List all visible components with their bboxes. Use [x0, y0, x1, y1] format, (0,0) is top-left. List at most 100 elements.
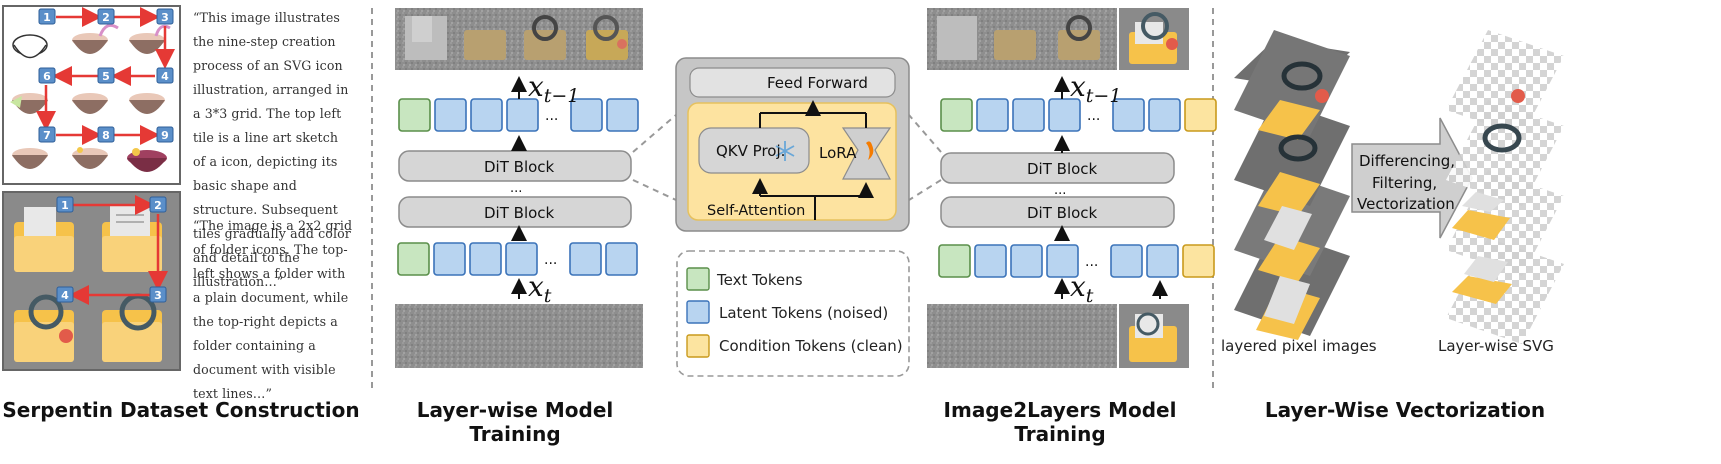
layerwise-section-title: Layer-wise Model Training [416, 398, 614, 446]
step-badge [38, 8, 56, 25]
image2layers-section-title: Image2Layers Model Training [943, 398, 1177, 446]
latent-token [1010, 244, 1043, 278]
layered-pixel-label: layered pixel images [1221, 337, 1377, 355]
step-badge-number: 9 [161, 129, 169, 142]
vectorization-section [1234, 30, 1564, 344]
step-badge [149, 196, 167, 213]
dataset-caption-1: “This image illustrates the nine-step cr… [193, 10, 351, 289]
feed-forward-label: Feed Forward [767, 74, 868, 92]
step-badge-number: 4 [61, 289, 69, 302]
latent-token [1148, 98, 1181, 132]
step-badge-number: 8 [102, 129, 110, 142]
text-token [398, 98, 431, 132]
process-step-2: Filtering, [1372, 174, 1437, 192]
i2l-flow-arrows [1054, 76, 1168, 299]
dit-detail [632, 57, 942, 377]
latent-token [570, 98, 603, 132]
pixel-layer-stack [1234, 30, 1350, 340]
layerwise-dit-ellipsis: ... [510, 181, 522, 196]
step-badge [97, 8, 115, 25]
legend-frame [676, 250, 910, 377]
layerwise-token-row-top: ... [398, 98, 639, 132]
step-badge [97, 126, 115, 143]
i2l-dit-upper-label: DiT Block [1027, 160, 1098, 178]
step-badge-number: 1 [43, 11, 51, 24]
step-badge-number: 4 [161, 70, 169, 83]
text-token [940, 98, 973, 132]
token-ellipsis: ... [544, 252, 557, 268]
latent-token [1112, 98, 1145, 132]
i2l-token-row-top: ... [940, 98, 1217, 132]
latent-token [974, 244, 1007, 278]
qkv-label: QKV Proj. [716, 142, 785, 160]
i2l-input-strip [927, 304, 1117, 368]
i2l-output-icons [937, 15, 1100, 60]
token-ellipsis: ... [1085, 254, 1098, 270]
i2l-x-t: xt [1070, 270, 1094, 307]
process-step-1: Differencing, [1359, 152, 1455, 170]
step-badge [156, 126, 174, 143]
step-badge-number: 3 [154, 289, 162, 302]
i2l-token-row-bottom: ... [938, 244, 1215, 278]
lora-label: LoRA [819, 144, 857, 162]
layerwise-section: ... ... [395, 8, 643, 368]
layerwise-dit-block-upper [398, 150, 632, 182]
snowflake-icon [775, 141, 795, 161]
fire-icon [866, 141, 874, 160]
process-step-3: Vectorization [1357, 195, 1455, 213]
dataset-section-title: Serpentin Dataset Construction [2, 398, 360, 422]
i2l-x-prev: xt−1 [1070, 70, 1121, 107]
text-token [938, 244, 971, 278]
qkv-proj-box [698, 127, 810, 174]
step-badge [38, 126, 56, 143]
step-badge-number: 7 [43, 129, 51, 142]
token-ellipsis: ... [1087, 108, 1100, 124]
latent-token [605, 242, 638, 276]
layerwise-output-icons [405, 15, 628, 60]
step-badge-number: 2 [102, 11, 110, 24]
condition-token [1182, 244, 1215, 278]
step-badge-number: 6 [43, 70, 51, 83]
legend-text-tokens: Text Tokens [716, 271, 803, 289]
token-ellipsis: ... [545, 108, 558, 124]
legend-swatch-text [686, 267, 710, 291]
condition-token [1184, 98, 1217, 132]
dataset-caption-2: “The image is a 2x2 grid of folder icons… [193, 218, 353, 401]
latent-token [1146, 244, 1179, 278]
step-badge-number: 3 [161, 11, 169, 24]
latent-token [470, 98, 503, 132]
legend-latent-tokens: Latent Tokens (noised) [719, 304, 888, 322]
latent-token [433, 242, 466, 276]
step-badge [156, 8, 174, 25]
attention-flow-arrows [752, 100, 874, 220]
layerwise-x-prev: xt−1 [528, 70, 579, 107]
step-badge-number: 1 [61, 199, 69, 212]
vectorization-arrow [1351, 117, 1473, 239]
step-badge [97, 67, 115, 84]
layerwise-x-t: xt [528, 270, 552, 307]
grid2-folder-tiles [14, 205, 162, 362]
grid2-step-arrows [69, 195, 168, 305]
svg-layer-stack [1446, 30, 1564, 344]
grid1-step-badges: 1 2 3 6 5 4 7 8 9 [38, 8, 174, 143]
legend-swatch-condition [686, 334, 710, 358]
step-badge [156, 67, 174, 84]
latent-token [469, 242, 502, 276]
step-badge [149, 286, 167, 303]
self-attention-label: Self-Attention [707, 203, 805, 219]
layerwise-svg-label: Layer-wise SVG [1438, 337, 1554, 355]
step-badge [38, 67, 56, 84]
legend-condition-tokens: Condition Tokens (clean) [719, 337, 903, 355]
dataset-section: 1 2 3 6 5 4 7 8 9 1 2 4 3 [2, 5, 181, 371]
step-badge-number: 5 [102, 70, 110, 83]
i2l-dit-lower-label: DiT Block [1027, 204, 1098, 222]
latent-token [505, 242, 538, 276]
latent-token [569, 242, 602, 276]
lora-hourglass [841, 127, 892, 180]
text-layer: Feed Forward QKV Proj. LoRA Self-Attenti… [484, 70, 1554, 355]
i2l-dit-ellipsis: ... [1054, 183, 1066, 198]
latent-token [1012, 98, 1045, 132]
layerwise-token-row-bottom: ... [397, 242, 638, 276]
layerwise-dit-lower-label: DiT Block [484, 204, 555, 222]
